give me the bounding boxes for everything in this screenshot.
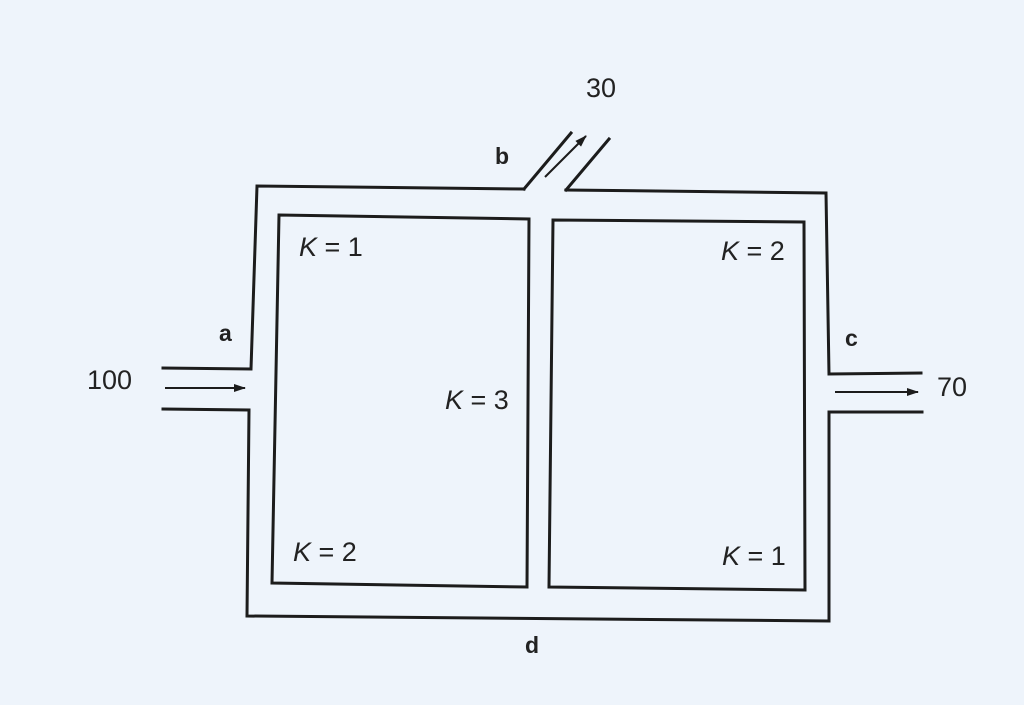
outlet-right-flow-label: 70 [937,372,968,402]
resistance-symbol: K [721,236,740,266]
outer-wall-top-left [161,184,526,371]
node-c-label: c [845,325,858,351]
resistance-symbol: K [293,537,312,567]
resistance-top-left: K = 1 [299,234,363,261]
inner-wall-left-loop [270,213,531,589]
resistance-bottom-right: K = 1 [722,543,786,570]
outer-wall-bottom [161,407,924,623]
resistance-value: = 1 [740,541,786,571]
resistance-top-right: K = 2 [721,238,785,265]
resistance-value: = 1 [317,232,363,262]
inner-wall-right-loop [547,218,807,592]
outlet-top-flow-arrow [544,135,587,178]
node-d-label: d [525,632,540,658]
resistance-bottom-left: K = 2 [293,539,357,566]
branch-b-pipe-wall-right [563,136,612,193]
resistance-value: = 2 [739,236,785,266]
resistance-symbol: K [445,385,464,415]
resistance-symbol: K [299,232,318,262]
node-a-label: a [219,320,232,346]
outer-wall-top-right [564,188,923,376]
resistance-value: = 2 [311,537,357,567]
resistance-middle: K = 3 [445,387,509,414]
outlet-top-flow-label: 30 [586,73,617,103]
inlet-flow-label: 100 [87,365,133,395]
node-b-label: b [495,143,510,169]
branch-b-pipe-wall-left [521,130,574,192]
resistance-symbol: K [722,541,741,571]
resistance-value: = 3 [463,385,509,415]
